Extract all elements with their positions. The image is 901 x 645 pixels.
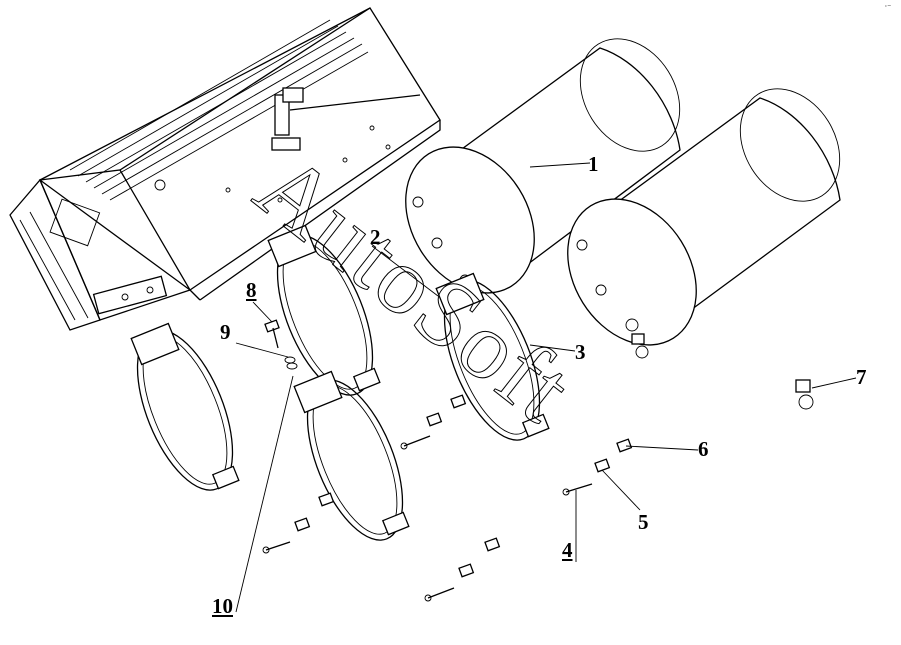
callout-6: 6 [698, 437, 709, 461]
air-tank-left [405, 38, 681, 294]
bolt-set [262, 319, 593, 602]
callout-9: 9 [220, 320, 231, 344]
strap-clamp-b [267, 224, 381, 396]
corner-mark: ·⁻ [884, 2, 893, 11]
nut-set [294, 394, 633, 578]
callout-8: 8 [246, 278, 257, 302]
washers [284, 356, 298, 370]
callout-10: 10 [212, 594, 233, 618]
drain-valve [795, 379, 814, 410]
callout-1: 1 [588, 152, 599, 176]
callout-4: 4 [562, 538, 573, 562]
battery-box-assembly [9, 7, 441, 331]
callout-7: 7 [856, 365, 867, 389]
callout-3: 3 [575, 340, 586, 364]
strap-clamp-d [435, 272, 550, 441]
callout-5: 5 [638, 510, 649, 534]
air-tank-right [567, 88, 841, 359]
leader-lines [235, 162, 857, 613]
callout-2: 2 [370, 225, 381, 249]
strap-clamp-a [130, 322, 240, 491]
strap-clamp-c [293, 370, 410, 541]
